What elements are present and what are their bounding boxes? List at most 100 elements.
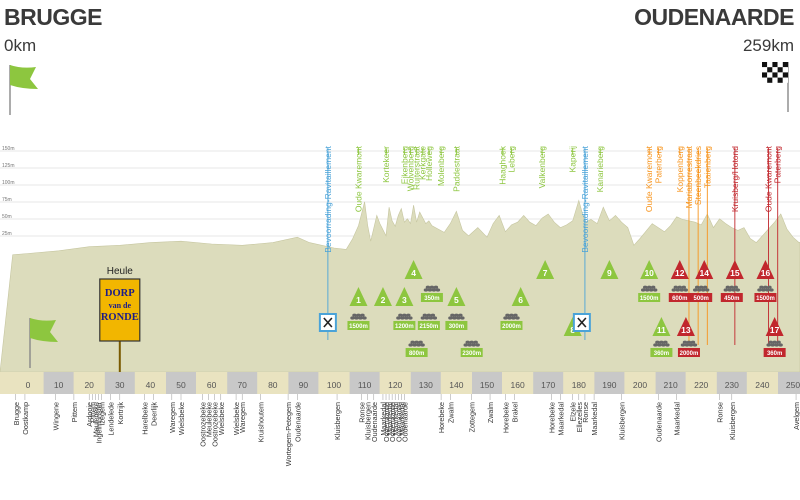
cobble-stone-icon — [677, 285, 682, 289]
climb-name-label: Paterberg — [653, 146, 663, 184]
town-label: Oudenaarde — [400, 402, 409, 442]
cobble-stone-icon — [454, 313, 459, 317]
cobble-length-label: 450m — [724, 296, 739, 302]
climb-name-label: Oude Kwaremont — [764, 145, 774, 212]
cobble-stone-icon — [427, 288, 433, 292]
checkered-square — [782, 72, 788, 78]
cobble-stone-icon — [701, 288, 706, 292]
cobble-stone-icon — [418, 340, 423, 344]
x-tick-label: 130 — [419, 380, 433, 390]
cobble-stone-icon — [350, 316, 355, 320]
cobble-length-box — [754, 293, 777, 302]
climb-name-label: Kruisberg/Hotond — [730, 146, 740, 212]
climb-name-label: Ruiterstraat — [412, 145, 422, 190]
distance-tick-box — [472, 372, 502, 394]
cobble-stone-icon — [757, 288, 762, 292]
town-label: Meulebeke — [205, 402, 214, 437]
cobble-stone-icon — [435, 288, 441, 292]
cobble-stone-icon — [766, 343, 771, 347]
climb-number-label: 9 — [607, 268, 612, 278]
x-tick-label: 220 — [694, 380, 708, 390]
cobble-length-box — [393, 321, 416, 330]
cobble-stone-icon — [648, 288, 654, 292]
cobble-length-box — [690, 293, 713, 302]
cobble-length-label: 2150m — [420, 324, 439, 330]
x-tick-label: 30 — [115, 380, 125, 390]
climb-name-label: Mariaborrestraat — [684, 145, 694, 208]
cobble-stone-icon — [723, 288, 728, 292]
cobble-stone-icon — [690, 340, 696, 344]
x-tick-label: 90 — [299, 380, 309, 390]
cobble-length-label: 360m — [654, 351, 669, 357]
cobble-stone-icon — [774, 343, 779, 347]
town-label: Ronse — [716, 402, 725, 423]
checkered-square — [777, 67, 783, 73]
cobble-stone-icon — [695, 285, 700, 289]
cobble-stone-icon — [642, 285, 648, 289]
town-label: Wortegem-Petegem — [284, 402, 293, 466]
climb-number-label: 8 — [570, 325, 575, 335]
cobble-stone-icon — [404, 316, 409, 320]
cobble-stone-icon — [452, 316, 457, 320]
cobble-stone-icon — [505, 313, 510, 317]
cobble-stone-icon — [503, 316, 508, 320]
cobble-length-label: 2000m — [502, 324, 521, 330]
climb-number-label: 1 — [356, 295, 361, 305]
town-label: Zwalm — [486, 402, 495, 423]
cobble-stone-icon — [458, 313, 463, 317]
checkered-square — [782, 77, 788, 83]
town-label: Maarkedal — [379, 402, 388, 436]
climb-name-label: Wolvenberg — [406, 146, 416, 191]
dorp-sign-text: DORP — [105, 288, 135, 299]
cobble-length-label: 1500m — [640, 296, 659, 302]
cobble-stone-icon — [420, 343, 425, 347]
y-tick-label: 100m — [2, 180, 15, 186]
climb-number-badge — [765, 317, 784, 336]
town-label: Oudenaarde — [388, 402, 397, 442]
cobble-length-box — [500, 321, 523, 330]
finish-town-label: OUDENAARDE — [634, 4, 794, 30]
cobble-length-label: 2000m — [680, 351, 699, 357]
cobble-stone-icon — [650, 285, 656, 289]
x-tick-label: 40 — [146, 380, 156, 390]
cobble-stone-icon — [420, 316, 426, 320]
finish-distance-label: 259km — [742, 36, 794, 55]
town-label: Brugge — [12, 402, 21, 425]
town-label: Oostkamp — [21, 402, 30, 435]
cobble-stone-icon — [422, 313, 428, 317]
climb-name-label: Kanarieberg — [595, 146, 605, 193]
climb-number-badge — [395, 287, 414, 306]
climb-number-badge — [349, 287, 368, 306]
climb-name-label: Bevoorrading-Ravitaillement — [580, 145, 590, 252]
distance-tick-box — [533, 372, 564, 394]
cobble-stone-icon — [473, 340, 478, 344]
cobble-length-box — [677, 348, 700, 357]
climb-name-label: Paterberg — [773, 146, 783, 184]
cobble-stone-icon — [402, 313, 407, 317]
cobble-stone-icon — [646, 285, 652, 289]
climb-number-label: 6 — [518, 295, 523, 305]
cobble-stone-icon — [423, 288, 429, 292]
checkered-square — [777, 62, 783, 68]
climb-number-badge — [640, 260, 659, 279]
cobble-stone-icon — [511, 316, 516, 320]
cobble-length-box — [417, 321, 440, 330]
cobble-stone-icon — [400, 316, 405, 320]
start-town-label: BRUGGE — [4, 4, 102, 30]
cobble-length-label: 500m — [694, 296, 709, 302]
town-label: Meulebeke — [91, 402, 100, 437]
climb-name-label: Haaghoek — [497, 145, 507, 185]
cobble-length-box — [763, 348, 786, 357]
town-label: Maarkedal — [556, 402, 565, 436]
distance-tick-box — [594, 372, 625, 394]
climb-number-label: 13 — [681, 325, 691, 335]
cobble-stone-icon — [759, 285, 764, 289]
town-label: Elzele — [569, 402, 578, 422]
cobble-stone-icon — [465, 340, 470, 344]
x-tick-label: 180 — [572, 380, 586, 390]
cobble-stone-icon — [763, 285, 768, 289]
climb-number-badge — [536, 260, 555, 279]
x-tick-label: 50 — [176, 380, 186, 390]
cobble-stone-icon — [652, 288, 658, 292]
